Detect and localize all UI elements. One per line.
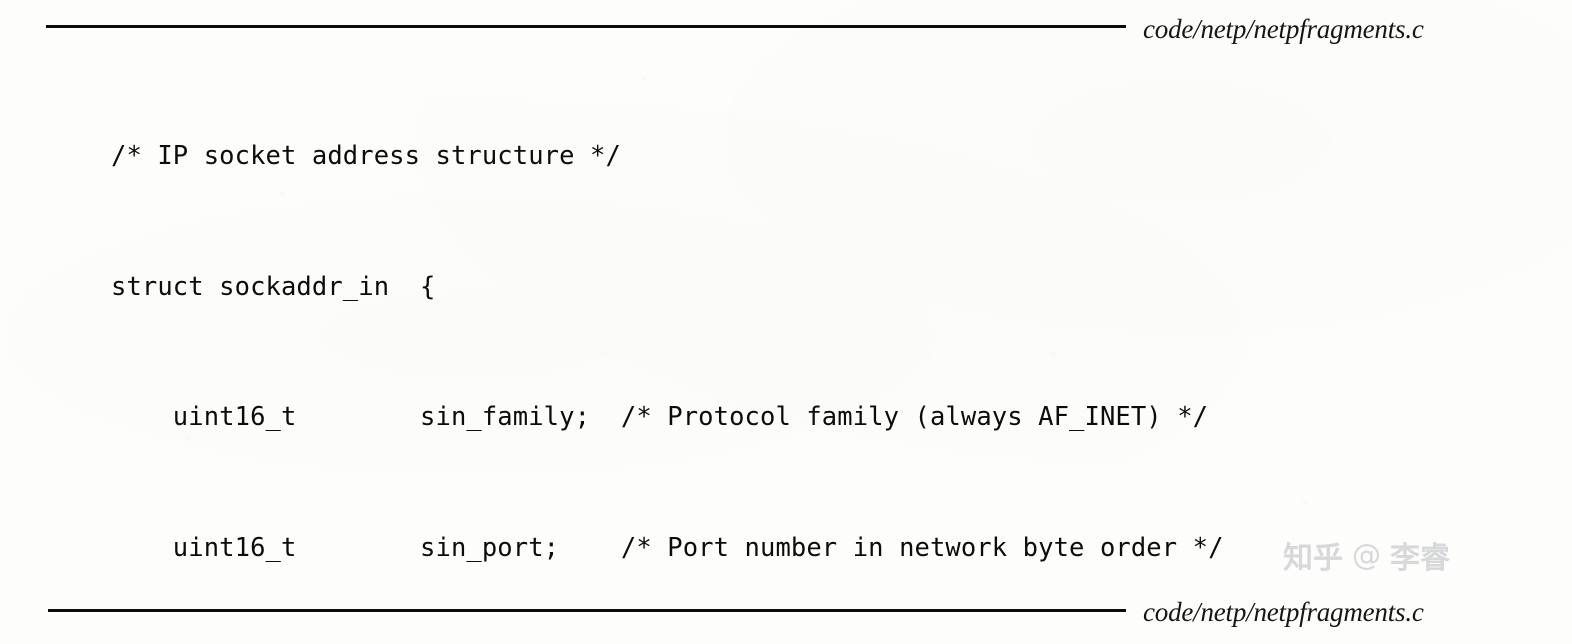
top-source-caption: code/netp/netpfragments.c xyxy=(1143,14,1424,44)
code-line: uint16_t sin_family; /* Protocol family … xyxy=(111,402,1209,432)
watermark-user-label: 李睿 xyxy=(1390,541,1450,576)
code-listing: /* IP socket address structure */ struct… xyxy=(111,48,1224,644)
bottom-rule xyxy=(48,609,1126,612)
watermark-at-symbol: @ xyxy=(1352,538,1381,572)
code-line: /* IP socket address structure */ xyxy=(111,141,621,171)
bottom-source-caption: code/netp/netpfragments.c xyxy=(1143,597,1424,627)
zhihu-watermark: 知乎 @ 李睿 xyxy=(1283,533,1450,577)
code-line: struct sockaddr_in { xyxy=(111,271,436,302)
top-rule xyxy=(46,25,1126,28)
code-line: uint16_t sin_port; /* Port number in net… xyxy=(111,532,1224,563)
watermark-site-label: 知乎 xyxy=(1283,541,1343,576)
